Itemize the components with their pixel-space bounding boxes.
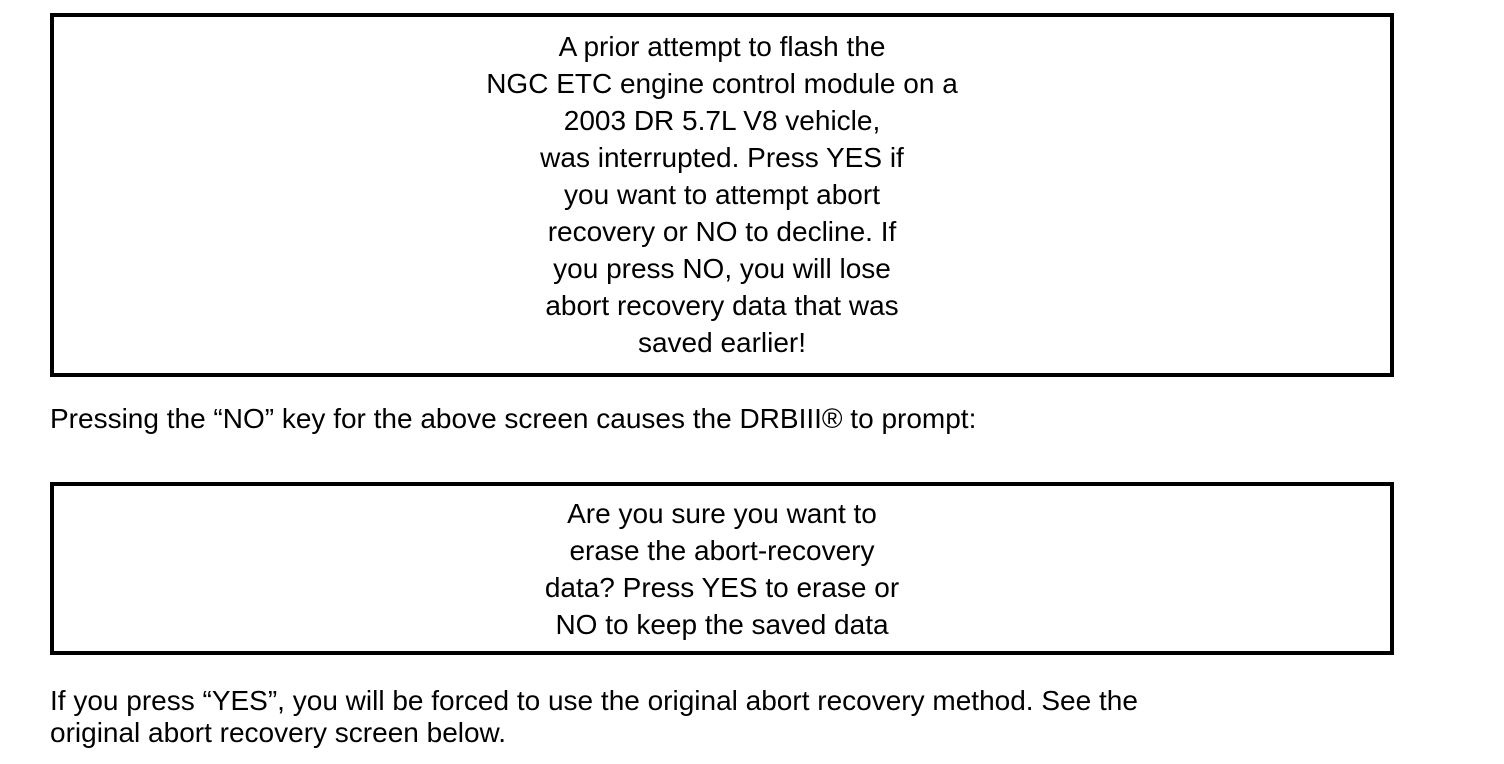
screen-text-line: Are you sure you want to xyxy=(567,498,877,529)
screen-text-line: A prior attempt to flash the xyxy=(558,31,886,62)
caption-text-line: original abort recovery screen below. xyxy=(50,717,507,748)
screen-text-line: you want to attempt abort xyxy=(564,179,880,210)
screen-text-line: was interrupted. Press YES if xyxy=(540,142,904,173)
screen-text-line: NGC ETC engine control module on a xyxy=(486,68,958,99)
screen-text-line: 2003 DR 5.7L V8 vehicle, xyxy=(563,105,881,136)
screen-text-line: saved earlier! xyxy=(637,327,807,358)
screen-text-line: recovery or NO to decline. If xyxy=(547,216,897,247)
caption-text-line: Pressing the “NO” key for the above scre… xyxy=(50,403,977,434)
screen-text-line: abort recovery data that was xyxy=(545,290,899,321)
caption-yes-key-original-method: If you press “YES”, you will be forced t… xyxy=(50,685,1450,749)
screen-box-abort-recovery-prompt: A prior attempt to flash the NGC ETC eng… xyxy=(50,13,1394,377)
screen-text-line: you press NO, you will lose xyxy=(553,253,891,284)
screen-text-line: data? Press YES to erase or xyxy=(544,572,900,603)
screen-text-line: NO to keep the saved data xyxy=(555,609,889,640)
screen-text-line: erase the abort-recovery xyxy=(569,535,875,566)
screen-box-erase-confirmation-prompt: Are you sure you want to erase the abort… xyxy=(50,482,1394,655)
caption-text-line: If you press “YES”, you will be forced t… xyxy=(50,685,1138,716)
caption-no-key-prompt: Pressing the “NO” key for the above scre… xyxy=(50,403,1450,435)
